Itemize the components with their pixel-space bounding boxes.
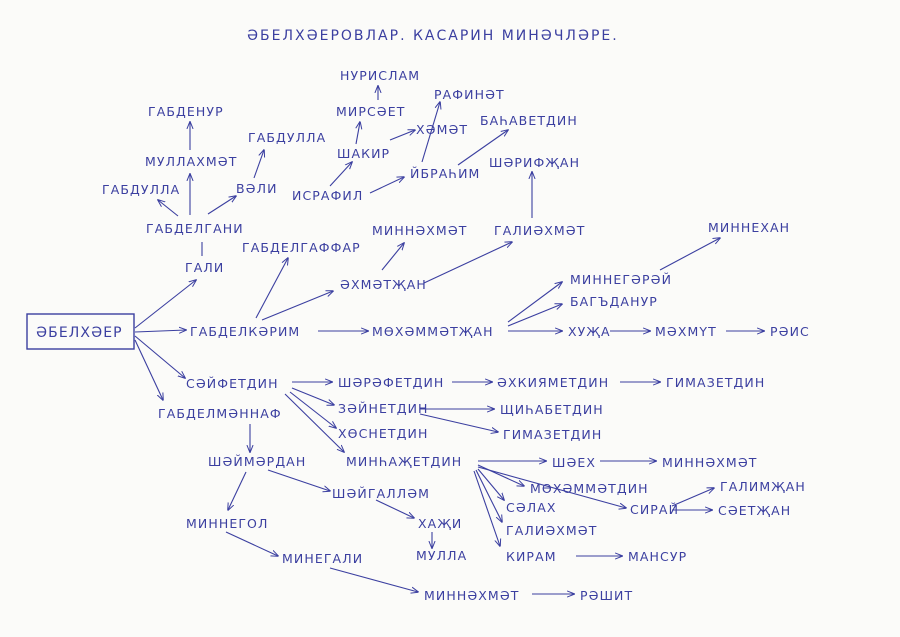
person-gabdelgani: ГАБДЕЛГАНИ [146, 221, 244, 236]
edge-minegali-minnahmet3 [329, 567, 418, 592]
person-minnahmet2: МИННӘХМӘТ [662, 455, 758, 470]
person-minhazhetdin: МИНҺАҖЕТДИН [346, 454, 462, 469]
person-muhammetdin: МӨХӘММӘТДИН [530, 481, 649, 496]
person-galimzhan: ГАЛИМҖАН [720, 479, 806, 494]
edge-veli-gabdulla2 [253, 150, 264, 179]
person-shaimardan: ШӘЙМӘРДАН [208, 454, 306, 469]
edge-shaimardan-minnegol [228, 471, 247, 510]
person-israfil: ИСРАФИЛ [292, 188, 363, 203]
person-saetzhan: СӘЕТҖАН [718, 503, 791, 518]
person-minnahmet1: МИННӘХМӘТ [372, 223, 468, 238]
person-hemet: ХӘМӘТ [416, 122, 468, 137]
person-minegali: МИНЕГАЛИ [282, 551, 363, 566]
edge-ibrahim-rafinet [421, 102, 440, 163]
person-sharifzhan: ШӘРИФҖАН [489, 155, 580, 170]
edge-minhazhetdin-salah [477, 468, 504, 500]
person-kiram: КИРАМ [506, 549, 557, 564]
person-minnegol: МИННЕГОЛ [186, 516, 269, 531]
person-shakir: ШАКИР [337, 146, 390, 161]
person-veli: ВӘЛИ [236, 181, 278, 196]
person-gimazetdin2: ГИМАЗЕТДИН [503, 427, 602, 442]
edge-saifetdin-husnetdin [289, 391, 336, 428]
person-hazhi: ХАҖИ [418, 516, 462, 531]
edge-ahmetzhan-minnahmet1 [381, 243, 404, 271]
edge-minnegeray-minnehan [659, 238, 720, 271]
person-minnahmet3: МИННӘХМӘТ [424, 588, 520, 603]
person-gabdulla2: ГАБДУЛЛА [248, 130, 326, 145]
edge-sirai-galimzhan [671, 488, 714, 507]
person-gabdelkarim: ГАБДЕЛКӘРИМ [190, 324, 300, 339]
person-sirai: СИРАЙ [630, 502, 679, 517]
edge-israfil-ibrahim [369, 177, 404, 194]
edge-ahmetzhan-galiahmet1 [423, 242, 512, 284]
edge-root-gali [134, 280, 196, 329]
person-minnehan: МИННЕХАН [708, 220, 790, 235]
person-bahavetdin: БАҺАВЕТДИН [480, 113, 578, 128]
edge-root-gabdelkarim [134, 330, 186, 332]
person-minnegeray: МИННЕГӘРӘЙ [570, 272, 672, 287]
person-nurislam: НУРИСЛАМ [340, 68, 420, 83]
edge-muhammetzhan-minnegeray [507, 282, 562, 323]
edge-saifetdin-minhazhetdin [284, 393, 344, 452]
person-galiahmet1: ГАЛИӘХМӘТ [494, 223, 586, 238]
edge-ibrahim-bahavetdin [457, 130, 508, 166]
root-box [26, 313, 135, 350]
edge-gabdelgani-veli [207, 196, 236, 215]
edge-shaimardan-shaigallam [267, 469, 330, 491]
edge-shaigallam-hazhi [375, 499, 414, 518]
person-huzha: ХУҖА [568, 324, 611, 339]
person-rashit: РӘШИТ [580, 588, 633, 603]
person-mansur: МАНСУР [628, 549, 687, 564]
edge-shakir-mirsaet [356, 122, 360, 145]
edge-gabdelkarim-ahmetzhan [261, 291, 333, 321]
person-gabdulla1: ГАБДУЛЛА [102, 182, 180, 197]
person-gabdelmannaf: ГАБДЕЛМӘННАФ [158, 406, 282, 421]
person-bagdanur: БАГЪДАНУР [570, 294, 658, 309]
edges [134, 86, 764, 594]
edge-minnegol-minegali [225, 531, 278, 556]
person-gabdenur: ГАБДЕНУР [148, 104, 224, 119]
edge-gabdelkarim-gabdelgaffar [255, 258, 288, 319]
edge-minhazhetdin-muhammetdin [477, 464, 524, 486]
person-saifetdin: СӘЙФЕТДИН [186, 376, 279, 391]
person-salah: СӘЛАХ [506, 500, 557, 515]
person-root: ӘБЕЛХӘЕР [36, 325, 123, 341]
person-ahmetzhan: ӘХМӘТҖАН [340, 277, 427, 292]
edge-saifetdin-zaynetdin [291, 387, 334, 405]
person-shayh: ШӘЕХ [552, 455, 596, 470]
person-zaynetdin: ЗӘЙНЕТДИН [338, 401, 429, 416]
person-gali: ГАЛИ [185, 260, 224, 275]
edge-root-gabdelmannaf [134, 339, 163, 400]
person-ibrahim: ЙБРАҺИМ [410, 166, 480, 181]
person-rafinet: РАФИНӘТ [434, 87, 505, 102]
edge-minhazhetdin-galiahmet2 [475, 469, 502, 522]
edge-muhammetzhan-bagdanur [507, 304, 562, 327]
person-mullahmet: МУЛЛАХМӘТ [145, 154, 237, 169]
names: ӘБЕЛХӘЕР ГАЛИ ГАБДЕЛГАНИ ГАБДУЛЛА МУЛЛАХ… [36, 68, 810, 603]
edge-gabdelgani-gabdulla1 [158, 200, 179, 217]
person-galiahmet2: ГАЛИӘХМӘТ [506, 523, 598, 538]
edge-zaynetdin-gimazetdin2 [419, 413, 498, 432]
person-rais: РӘИС [770, 324, 810, 339]
person-shihabetdin: ЩИҺАБЕТДИН [500, 402, 604, 417]
person-shaigallam: ШӘЙГАЛЛӘМ [332, 486, 430, 501]
edge-root-saifetdin [134, 335, 185, 378]
edge-shakir-hemet [389, 130, 415, 141]
edge-minhazhetdin-kiram [473, 470, 500, 546]
person-gabdelgaffar: ГАБДЕЛГАФФАР [242, 240, 361, 255]
person-ahkiyametdin: ӘХКИЯМЕТДИН [497, 375, 609, 390]
edge-israfil-shakir [329, 162, 352, 187]
person-husnetdin: ХӨСНЕТДИН [338, 426, 428, 441]
person-gimazetdin1: ГИМАЗЕТДИН [666, 375, 765, 390]
person-mulla: МУЛЛА [416, 548, 467, 563]
person-sharafetdin: ШӘРӘФЕТДИН [338, 375, 444, 390]
edge-minhazhetdin-sirai [477, 466, 626, 508]
person-muhammetzhan: МӨХӘММӘТҖАН [372, 324, 494, 339]
person-mirsaet: МИРСӘЕТ [336, 104, 405, 119]
diagram-title: ӘБЕЛХӘЕРОВЛАР. КАСАРИН МИНӘЧЛӘРЕ. [247, 28, 619, 44]
person-mahmut: МӘХМҮТ [655, 324, 717, 339]
